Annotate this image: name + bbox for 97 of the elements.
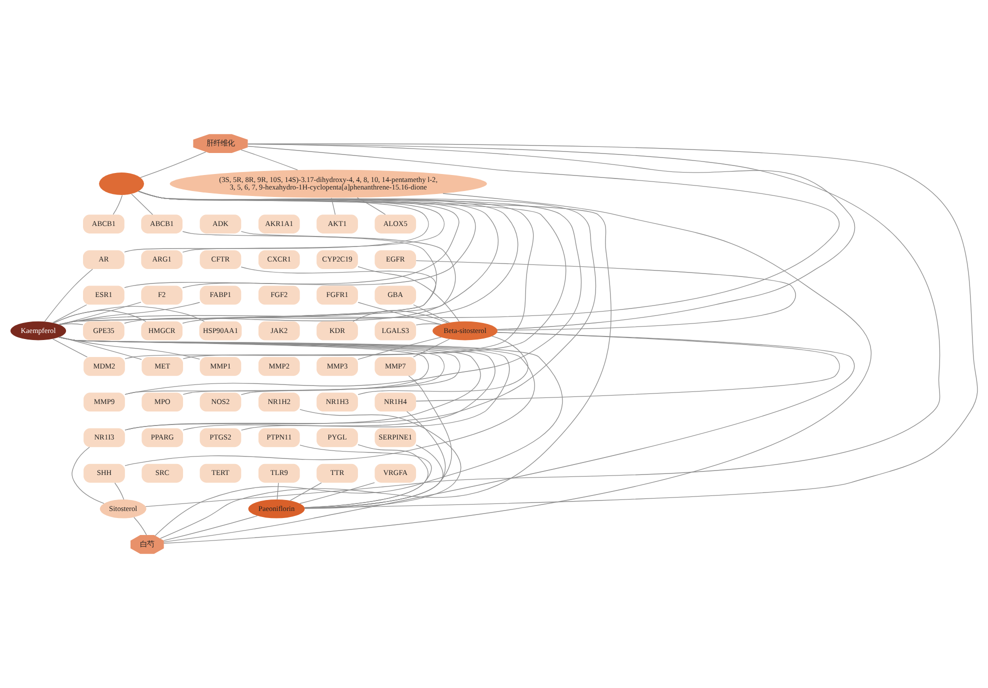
node-box: NR1H2 [258, 392, 300, 412]
connector [416, 323, 442, 326]
node-box: AR [83, 250, 124, 270]
node-box: TTR [316, 464, 358, 483]
connector [54, 306, 205, 324]
connector [352, 310, 448, 324]
connector [145, 144, 940, 507]
connector [124, 190, 582, 395]
connector [358, 302, 442, 325]
node-box: TERT [200, 464, 242, 483]
connector [58, 336, 535, 466]
node-box: GPE35 [83, 321, 124, 340]
node-box: MPO [142, 392, 184, 412]
connector [331, 198, 336, 215]
node-box: KDR [316, 321, 358, 340]
node-box: PYGL [316, 428, 358, 448]
connector [358, 336, 442, 360]
node-ellipse: Sitosterol [100, 499, 146, 518]
connector [163, 516, 258, 541]
node-box: EGFR [374, 250, 416, 270]
connector [356, 197, 386, 215]
connector [72, 446, 104, 504]
node-box: ABCB1 [83, 214, 124, 234]
connector [131, 194, 154, 215]
connector [416, 332, 840, 402]
node-box: PPARG [142, 428, 184, 448]
node-ellipse: (3S, 5R, 8R, 9R, 10S, 14S)-3.17-dihydroxy-4, 4, 8, 10, 14-pentamethy l-2, 3, 5, 6, 7, 9-hexahydro-1H-cyclopenta[a]phenanthrene-15.16-dione [170, 170, 487, 198]
node-box: TLR9 [258, 464, 300, 483]
connector [124, 190, 596, 430]
node-box: AKR1A1 [258, 214, 300, 234]
connector [138, 190, 612, 539]
connector [59, 323, 84, 326]
node-box: MMP9 [84, 392, 125, 412]
connector [304, 376, 452, 508]
connector [276, 482, 279, 500]
node-box: ESR1 [83, 286, 124, 305]
node-box: SHH [84, 464, 125, 483]
node-box: HSP90AA1 [199, 321, 242, 340]
node-box: LGALS3 [374, 321, 416, 340]
connector [248, 143, 978, 508]
node-box: NOS2 [200, 392, 242, 412]
node-box: JAK2 [258, 321, 300, 340]
node-box: MMP3 [316, 357, 358, 376]
node-ellipse: Beta-sitosterol [432, 321, 498, 340]
connector [59, 336, 200, 360]
connector [413, 338, 450, 358]
connector [59, 302, 142, 326]
connector [240, 150, 298, 170]
node-box: GBA [374, 286, 416, 305]
node-box: MMP7 [374, 357, 416, 376]
node-box: ALOX5 [374, 214, 416, 234]
node-box: FGF2 [258, 286, 300, 305]
node-box: ARG1 [141, 250, 183, 270]
node-box: CFTR [200, 250, 242, 270]
connector [290, 482, 322, 501]
connector [112, 194, 123, 215]
node-box: SERPINE1 [374, 428, 416, 448]
connector [58, 266, 436, 325]
connector [134, 516, 147, 536]
connector [413, 304, 450, 323]
node-box: MDM2 [84, 357, 125, 376]
connector [114, 482, 124, 500]
connector [300, 482, 375, 504]
node-box: F2 [141, 286, 183, 305]
node-box: CXCR1 [258, 250, 300, 270]
node-box: FGFR1 [316, 286, 358, 305]
connector [44, 268, 93, 322]
node-box: PTGS2 [200, 428, 242, 448]
node-box: NR1H4 [374, 392, 416, 412]
node-box: ABCB1 [141, 214, 183, 234]
node-ellipse [99, 172, 144, 196]
node-box: HMGCR [141, 321, 183, 340]
connector [52, 304, 88, 323]
node-box: MMP2 [258, 357, 300, 376]
connector [163, 332, 855, 542]
node-ellipse: Kaempferol [10, 321, 66, 340]
connector [58, 336, 562, 536]
connector [163, 193, 872, 544]
node-box: MMP1 [200, 357, 242, 376]
node-ellipse: Paeoniflorin [248, 499, 305, 518]
node-box: SRC [142, 464, 184, 483]
node-box: AKT1 [316, 214, 358, 234]
connector [58, 146, 840, 325]
node-box: NR1H3 [316, 392, 358, 412]
connector [416, 260, 796, 331]
connector [140, 152, 206, 178]
node-box: PTPN11 [258, 428, 300, 448]
node-box: NR1I3 [84, 428, 125, 448]
node-box: VRGFA [374, 464, 416, 483]
connector [52, 338, 88, 358]
connector [358, 336, 528, 395]
node-box: MET [142, 357, 184, 376]
connector [59, 302, 200, 326]
node-box: CYP2C19 [316, 250, 358, 270]
node-box: FABP1 [200, 286, 242, 305]
connector [358, 266, 460, 322]
node-box: ADK [200, 214, 242, 234]
